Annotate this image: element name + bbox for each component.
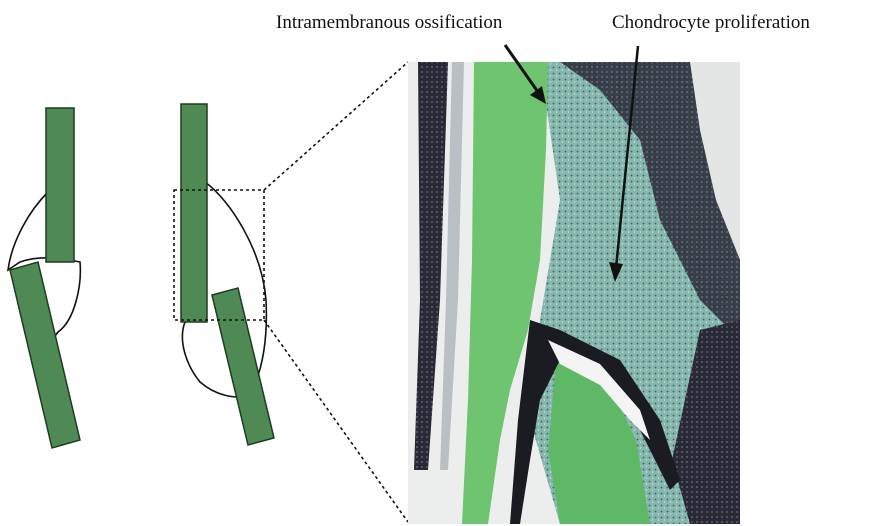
zoom-line-top — [264, 62, 408, 190]
zoom-line-bottom — [264, 320, 408, 522]
histology-micrograph — [408, 62, 740, 524]
upper-bone-fragment-early — [46, 108, 74, 262]
schematic-callus — [174, 104, 274, 445]
lower-bone-fragment-early — [10, 262, 80, 448]
upper-bone-fragment — [181, 104, 207, 322]
schematic-early-fracture — [8, 108, 80, 448]
